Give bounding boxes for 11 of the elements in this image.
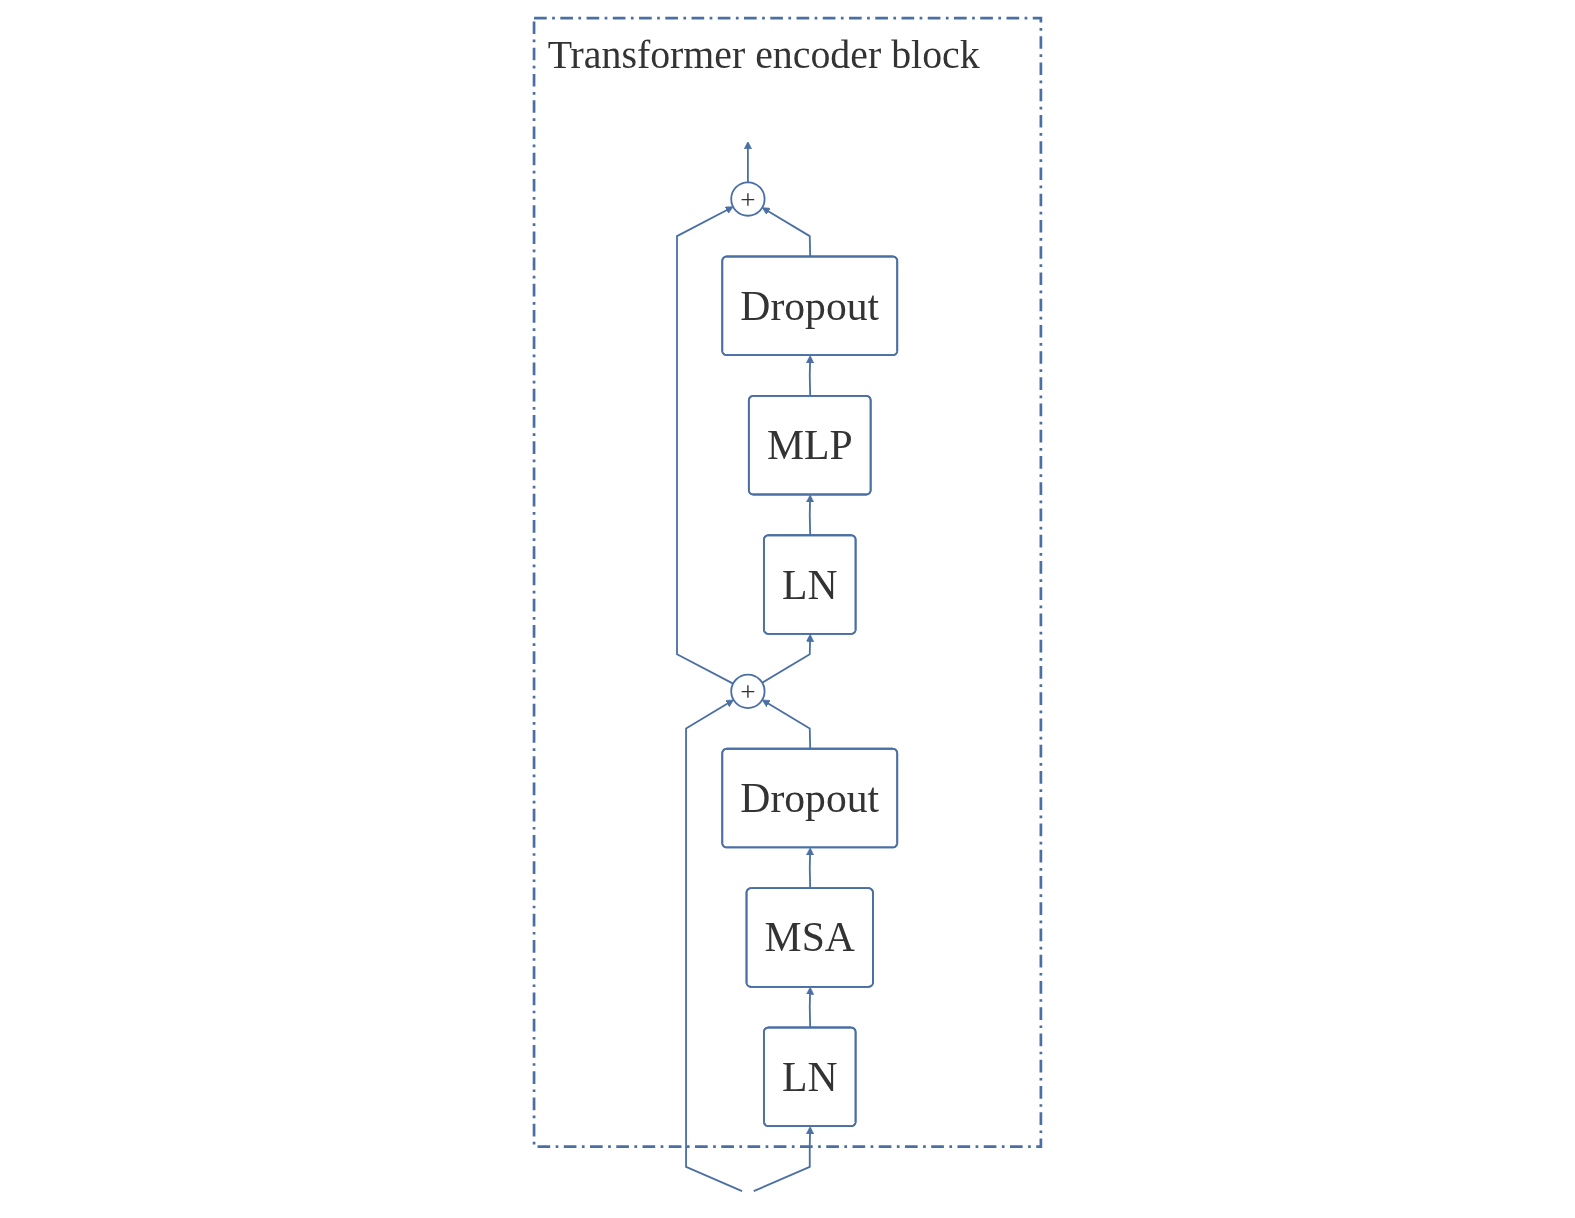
arrow	[806, 494, 815, 537]
arrow	[761, 207, 812, 258]
arrow	[685, 699, 744, 1192]
node-circle	[730, 673, 766, 709]
arrow	[806, 847, 815, 890]
arrow	[752, 1126, 815, 1192]
arrow	[743, 141, 752, 184]
arrow	[761, 634, 815, 684]
node-circle	[730, 181, 766, 217]
arrow	[806, 986, 815, 1029]
arrow	[676, 206, 735, 685]
